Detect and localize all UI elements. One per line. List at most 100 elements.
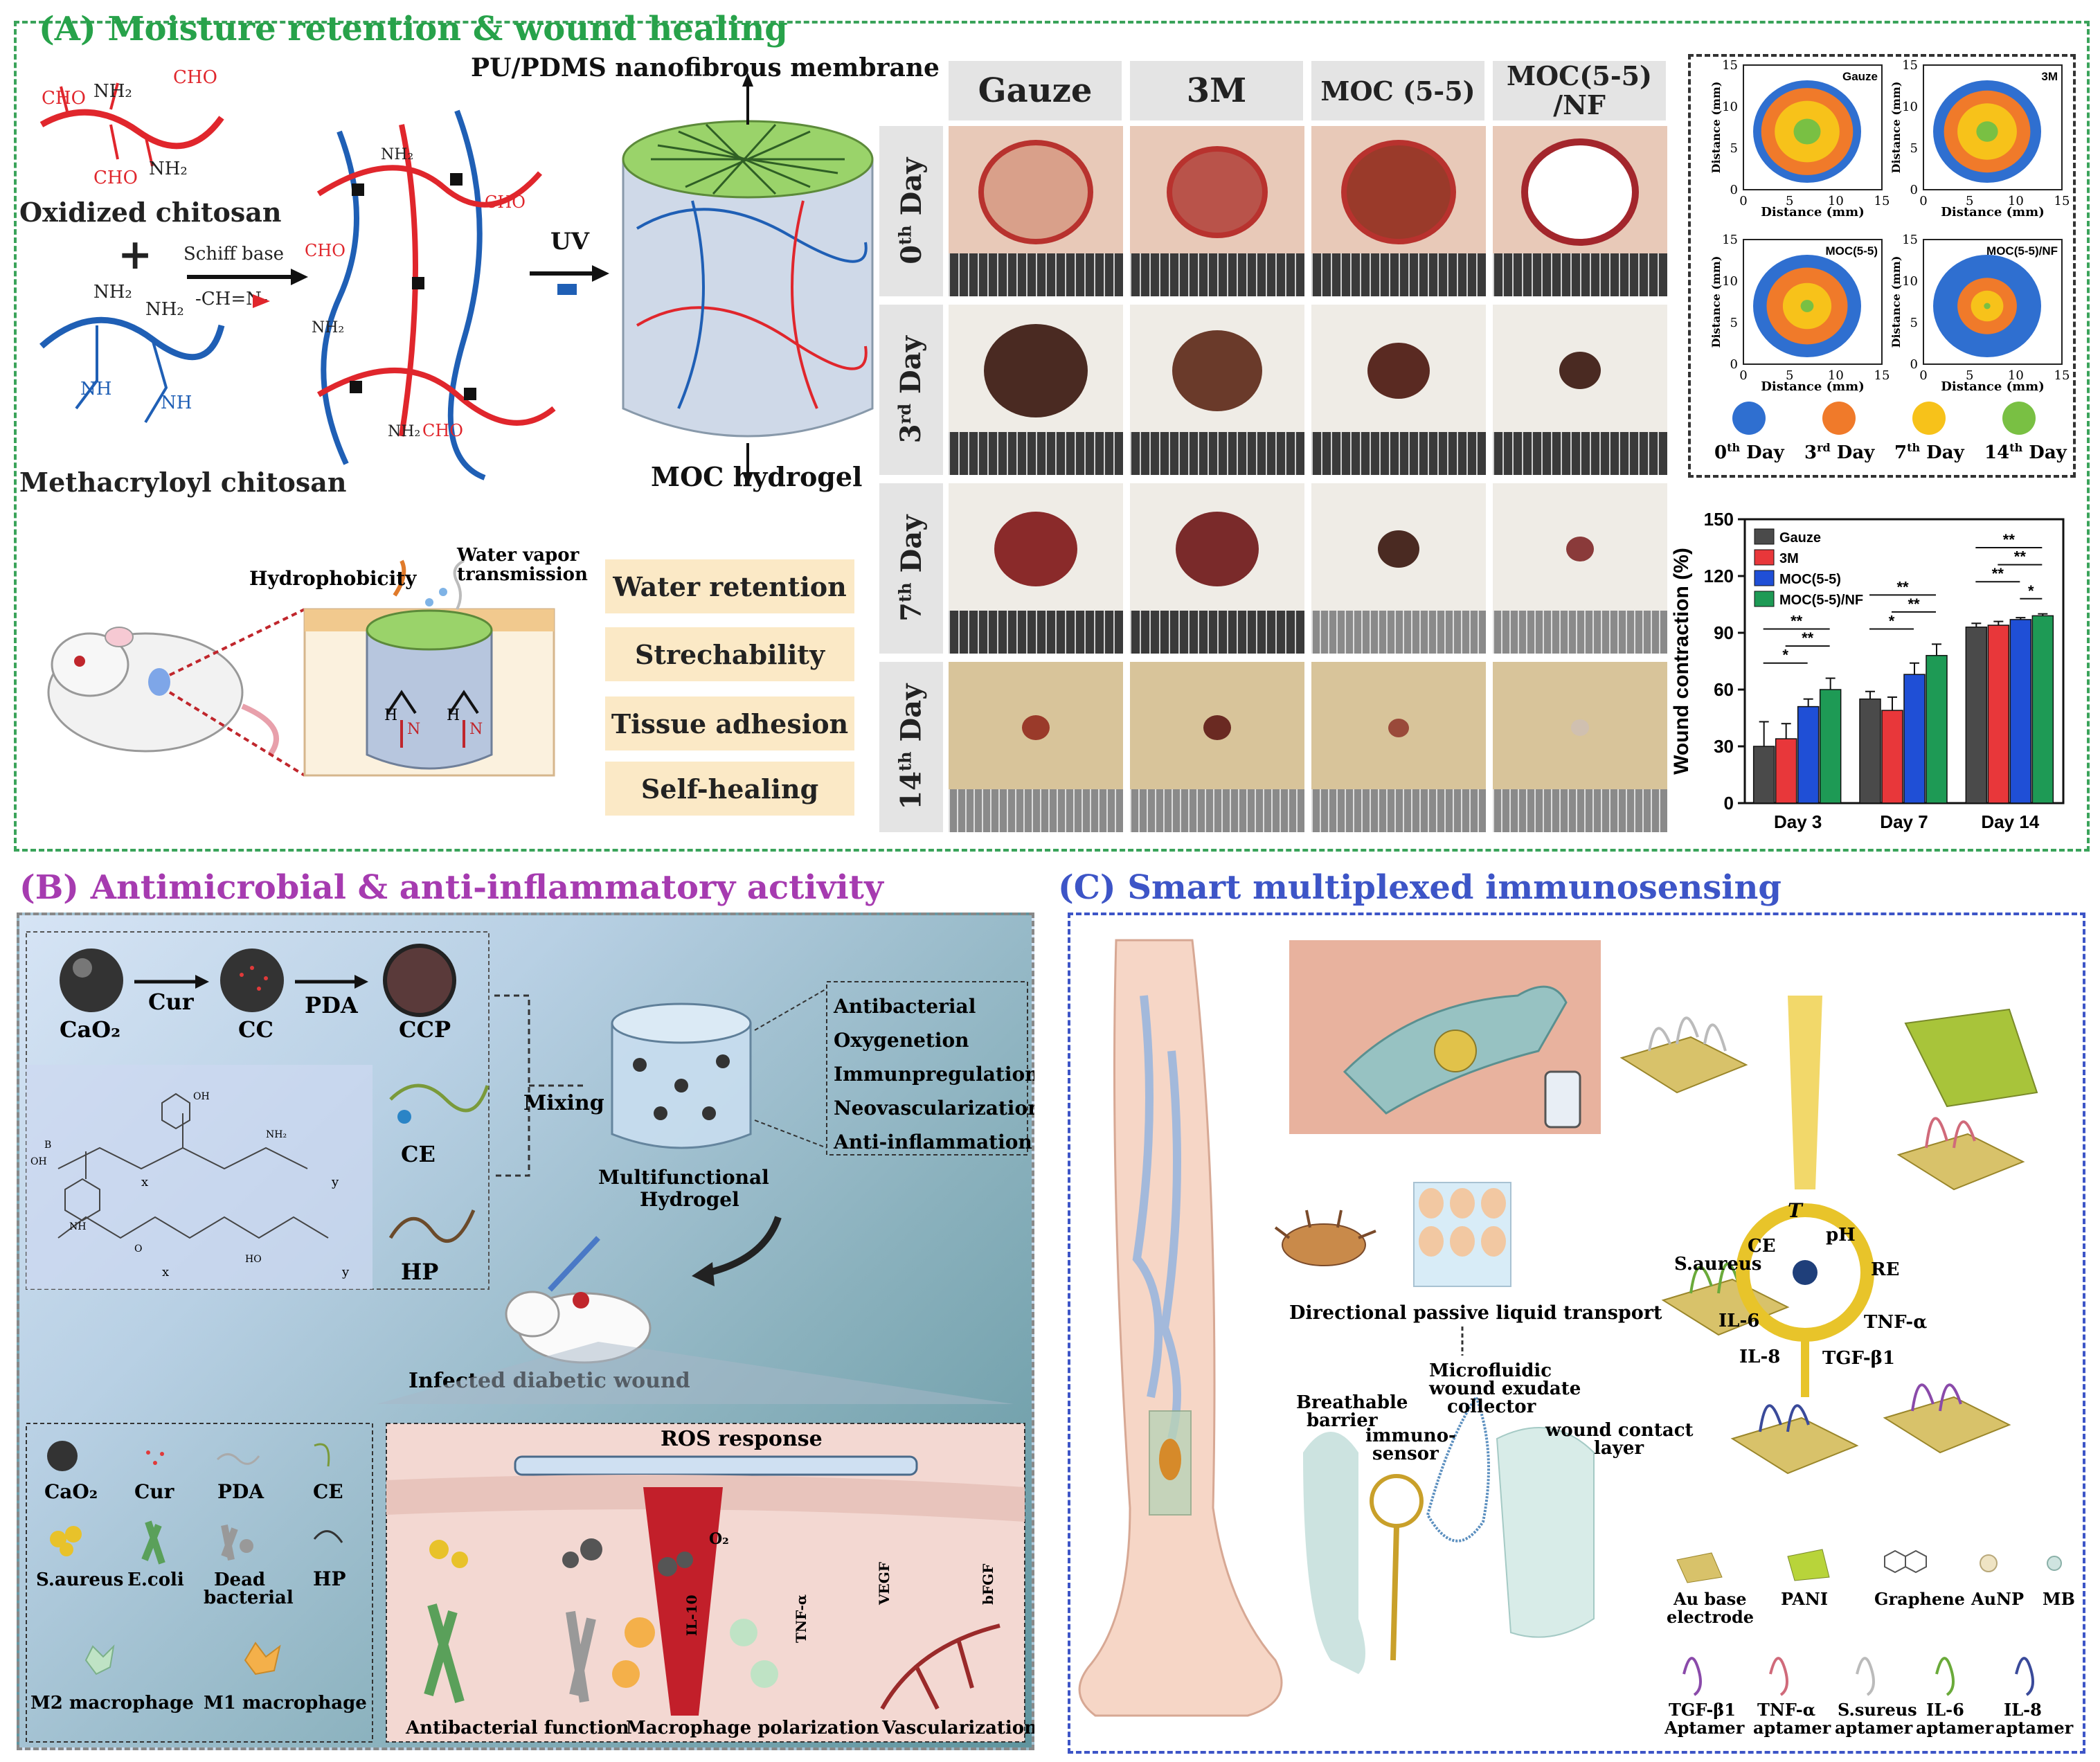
trace-xlabel: Distance (mm) [1761, 205, 1864, 219]
ruler [1493, 789, 1667, 832]
legend-ce-icon [314, 1443, 330, 1467]
nh-label-b: NH [69, 1221, 86, 1232]
trace-xtick: 15 [2054, 194, 2070, 208]
gel-chain-3 [677, 200, 705, 409]
legend-saureus: S.aureus [36, 1570, 123, 1590]
bar-3M-Day 7 [1881, 710, 1903, 804]
aptamer-electrode-5 [1883, 1396, 2011, 1454]
column-moc-nf: MOC(5-5) /NF [1493, 61, 1666, 120]
hydrophobicity-label: Hydrophobicity [249, 567, 417, 590]
trace-ytick: 10 [1902, 274, 1918, 289]
column-moc-nf-line2: /NF [1553, 89, 1606, 120]
trace-legend-label-2: 7th Day [1894, 441, 1965, 463]
trace-ytick: 15 [1902, 233, 1918, 247]
pda-arrowhead [355, 975, 368, 989]
hydrogel-label-1: Multifunctional [598, 1166, 769, 1189]
nh2-label-1: NH₂ [93, 81, 132, 102]
zoom-fan [377, 1342, 1014, 1404]
y-label-1: y [331, 1175, 339, 1189]
ruler [1130, 789, 1304, 832]
legend-box [26, 1423, 373, 1743]
y-tick-label: 90 [1714, 622, 1734, 643]
oxidized-chitosan-chain [39, 109, 224, 150]
mouse-head [51, 632, 129, 697]
wound-photo-r3-c3 [1493, 662, 1667, 832]
mixing-label: Mixing [523, 1091, 604, 1115]
hydrogel-label-2: Hydrogel [640, 1188, 739, 1211]
aptamer-tnfa-2: aptamer [1753, 1718, 1831, 1738]
legend-hp-icon [313, 1530, 343, 1543]
y-tick-label: 150 [1704, 512, 1734, 530]
trace-ylabel: Distance (mm) [1890, 82, 1903, 174]
gel-chain-1 [636, 208, 868, 263]
ruler [1130, 253, 1304, 296]
trace-ytick: 0 [1730, 357, 1738, 372]
trace-ylabel: Distance (mm) [1709, 82, 1723, 174]
x-tick-label: Day 14 [1981, 811, 2039, 832]
trace-xtick: 10 [1828, 368, 1844, 383]
layer-barrier: barrier [1307, 1410, 1378, 1431]
gel-chain-2 [636, 306, 868, 370]
row-day-0: 0th Day [879, 126, 943, 296]
infected-mouse-head [505, 1291, 560, 1338]
membrane-pointer-head [742, 73, 753, 87]
crosslink-nodes [350, 173, 476, 400]
structure-box [26, 1065, 373, 1289]
layer-sensor: sensor [1372, 1444, 1439, 1464]
trace-xtick: 5 [1786, 368, 1793, 383]
aptamer-il6-icon [1935, 1657, 1955, 1696]
trace-title-1: 3M [2041, 70, 2058, 83]
significance-mark: * [1782, 647, 1788, 664]
mouse-eye [74, 656, 85, 667]
adhesion-bonds [386, 690, 479, 714]
antibacterial-function-label: Antibacterial function [405, 1718, 629, 1738]
trace-ytick: 15 [1902, 58, 1918, 73]
wound-area [1347, 145, 1451, 239]
uv-label: UV [550, 228, 590, 255]
wound-photo-r0-c3 [1493, 126, 1667, 296]
bar-3M-Day 3 [1775, 738, 1797, 804]
function-connector [754, 988, 827, 1149]
electrode-tnfa: TNF-α [1864, 1312, 1927, 1333]
x-label-1: x [141, 1175, 148, 1189]
trace-xtick: 10 [2008, 194, 2024, 208]
trace-title-2: MOC(5-5) [1825, 244, 1878, 258]
bar-MOC(5-5)-Day 7 [1903, 674, 1926, 804]
il8-aptamers-chip [1759, 1404, 1810, 1432]
membrane-label: PU/PDMS nanofibrous membrane [471, 53, 940, 82]
breathable-barrier-layer [1303, 1432, 1365, 1674]
network-nh2-2: NH₂ [312, 319, 344, 336]
y-tick-label: 30 [1714, 736, 1734, 757]
transmission-label: transmission [457, 564, 588, 585]
methacryloyl-chitosan-chain [39, 316, 225, 361]
legend-cao2: CaO₂ [44, 1480, 98, 1503]
wound-photo-r0-c1 [1130, 126, 1304, 296]
bar-MOC(5-5)/NF-Day 7 [1926, 655, 1948, 804]
aptamer-saureus-2: aptamer [1835, 1718, 1913, 1738]
wound-photo-r2-c3 [1493, 483, 1667, 654]
cho-label-1: CHO [42, 88, 86, 109]
tgfb1-aptamers-chip [1911, 1383, 1962, 1412]
trace-ytick: 5 [1730, 141, 1738, 156]
wound-area [994, 512, 1077, 586]
immunosensor-lead [1390, 1525, 1399, 1661]
ruler [1311, 432, 1486, 475]
trace-ytick: 5 [1730, 316, 1738, 330]
wound-photo-r3-c1 [1130, 662, 1304, 832]
ruler [949, 432, 1123, 475]
significance-mark: * [2028, 582, 2034, 600]
ruler [949, 789, 1123, 832]
wound-photo-r2-c0 [949, 483, 1123, 654]
mouse-application-scheme: H N H N Hydrophobicity Water vapor trans… [47, 547, 588, 777]
feature-strechability: Strechability [605, 627, 854, 681]
legend-label-1: 3M [1779, 551, 1799, 566]
trace-xlabel: Distance (mm) [1761, 379, 1864, 394]
y-tick-label: 120 [1704, 566, 1734, 586]
h-label-1: H [384, 707, 397, 724]
material-pani-icon [1787, 1549, 1830, 1581]
leg-wound [1159, 1439, 1181, 1480]
column-moc-nf-line1: MOC(5-5) [1506, 60, 1653, 91]
row-day-3: 3rd Day [879, 305, 943, 475]
chemistry-scheme: CHO CHO CHO NH₂ NH₂ Oxidized chitosan + … [19, 53, 940, 498]
